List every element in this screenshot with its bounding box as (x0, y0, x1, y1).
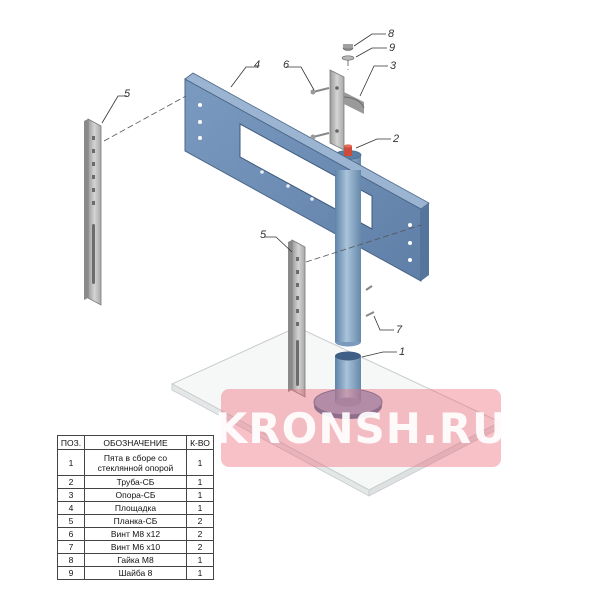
callout-5-lower: 5 (260, 229, 267, 241)
callout-1: 1 (399, 346, 405, 358)
row-name: Опора-СБ (84, 488, 187, 502)
row-qty: 1 (186, 501, 214, 515)
screws (310, 87, 375, 317)
row-pos: 1 (57, 449, 85, 476)
table-row: 4 Площадка 1 (57, 501, 214, 515)
row-qty: 1 (186, 566, 214, 580)
callout-2: 2 (392, 133, 399, 145)
callout-7: 7 (396, 324, 403, 336)
parts-table: ПОЗ. ОБОЗНАЧЕНИЕ К-ВО 1 Пята в сборе со … (57, 435, 214, 580)
row-name: Площадка (84, 501, 187, 515)
row-qty: 1 (186, 553, 214, 567)
row-qty: 2 (186, 527, 214, 541)
callout-4: 4 (254, 59, 260, 71)
mounting-plate (184, 72, 430, 282)
bracket-upper (84, 118, 102, 306)
table-row: 8 Гайка М8 1 (57, 553, 214, 567)
table-row: 3 Опора-СБ 1 (57, 488, 214, 502)
row-pos: 4 (57, 501, 85, 515)
row-pos: 8 (57, 553, 85, 567)
support-bracket (329, 69, 365, 151)
row-qty: 2 (186, 540, 214, 554)
table-row: 7 Винт М6 х10 2 (57, 540, 214, 554)
row-pos: 5 (57, 514, 85, 528)
table-row: 5 Планка-СБ 2 (57, 514, 214, 528)
row-pos: 2 (57, 475, 85, 489)
table-header-row: ПОЗ. ОБОЗНАЧЕНИЕ К-ВО (57, 435, 214, 450)
callout-5-upper: 5 (124, 88, 131, 100)
table-row: 9 Шайба 8 1 (57, 566, 214, 580)
row-qty: 1 (186, 475, 214, 489)
row-pos: 7 (57, 540, 85, 554)
header-name: ОБОЗНАЧЕНИЕ (84, 435, 187, 450)
table-row: 2 Труба-СБ 1 (57, 475, 214, 489)
callout-8: 8 (388, 28, 395, 40)
callout-3: 3 (390, 60, 397, 72)
row-name: Винт М8 х12 (84, 527, 187, 541)
row-pos: 6 (57, 527, 85, 541)
table-row: 6 Винт М8 х12 2 (57, 527, 214, 541)
watermark-text: KRONSH.RU (214, 403, 508, 453)
assembly-lines (103, 60, 422, 263)
bracket-lower (288, 239, 306, 398)
row-qty: 1 (186, 449, 214, 476)
callout-9: 9 (389, 42, 395, 54)
row-qty: 2 (186, 514, 214, 528)
row-name: Планка-СБ (84, 514, 187, 528)
callout-6: 6 (283, 59, 290, 71)
leader-lines (101, 33, 397, 358)
watermark: KRONSH.RU (215, 389, 506, 467)
header-qty: К-ВО (186, 435, 214, 450)
base-socket (313, 351, 383, 419)
nut-and-washer (341, 44, 355, 61)
row-name: Труба-СБ (84, 475, 187, 489)
row-pos: 3 (57, 488, 85, 502)
row-pos: 9 (57, 566, 85, 580)
tube-front (335, 170, 361, 342)
header-pos: ПОЗ. (57, 435, 85, 450)
row-name: Гайка М8 (84, 553, 187, 567)
row-qty: 1 (186, 488, 214, 502)
row-name: Винт М6 х10 (84, 540, 187, 554)
row-name: Пята в сборе со стеклянной опорой (84, 449, 187, 476)
table-row: 1 Пята в сборе со стеклянной опорой 1 (57, 449, 214, 476)
row-name: Шайба 8 (84, 566, 187, 580)
callouts: 8 9 3 6 4 5 2 5 7 1 (124, 28, 405, 358)
